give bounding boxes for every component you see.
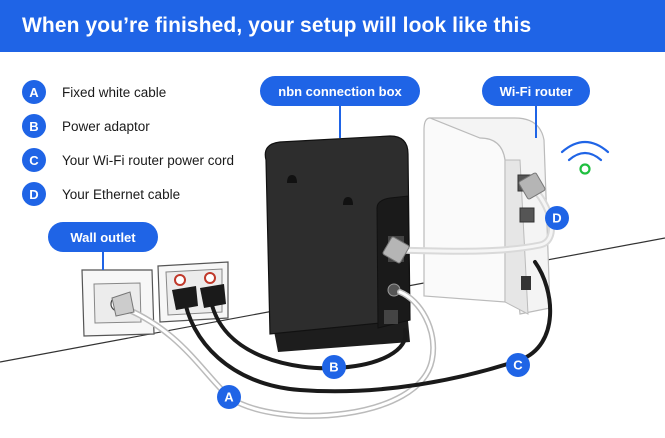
legend-label-d: Your Ethernet cable [62,186,181,202]
legend-label-b: Power adaptor [62,118,150,134]
wall-outlet-callout: Wall outlet [48,222,158,252]
cable-c-router-power [182,260,553,394]
coax-plug-a [111,291,135,317]
page-title: When you’re finished, your setup will lo… [22,14,532,37]
router-callout: Wi-Fi router [482,76,590,106]
wall-outlet-callout-stem [102,252,104,270]
legend-item-b: B Power adaptor [22,114,150,138]
legend-badge-a: A [22,80,46,104]
wifi-signal-icon [560,140,610,175]
legend-badge-b: B [22,114,46,138]
nbn-box-callout: nbn connection box [260,76,420,106]
wifi-router [423,117,551,315]
legend-item-d: D Your Ethernet cable [22,182,180,206]
power-plug-c [172,286,198,310]
legend-label-c: Your Wi-Fi router power cord [62,152,235,168]
nbn-connection-box [264,135,411,352]
legend-badge-c: C [22,148,46,172]
router-callout-stem [535,106,537,138]
marker-c-label: C [513,358,523,373]
marker-c: C [506,353,530,377]
legend-item-a: A Fixed white cable [22,80,166,104]
legend-badge-d: D [22,182,46,206]
marker-a: A [217,385,241,409]
marker-b-label: B [329,360,338,375]
nbn-box-callout-stem [339,106,341,138]
marker-b: B [322,355,346,379]
legend-label-a: Fixed white cable [62,84,167,100]
header-banner: When you’re finished, your setup will lo… [0,0,665,52]
power-plug-b [200,284,226,308]
legend-item-c: C Your Wi-Fi router power cord [22,148,234,172]
marker-d-label: D [552,211,561,226]
marker-a-label: A [224,390,234,405]
marker-d: D [545,206,569,230]
